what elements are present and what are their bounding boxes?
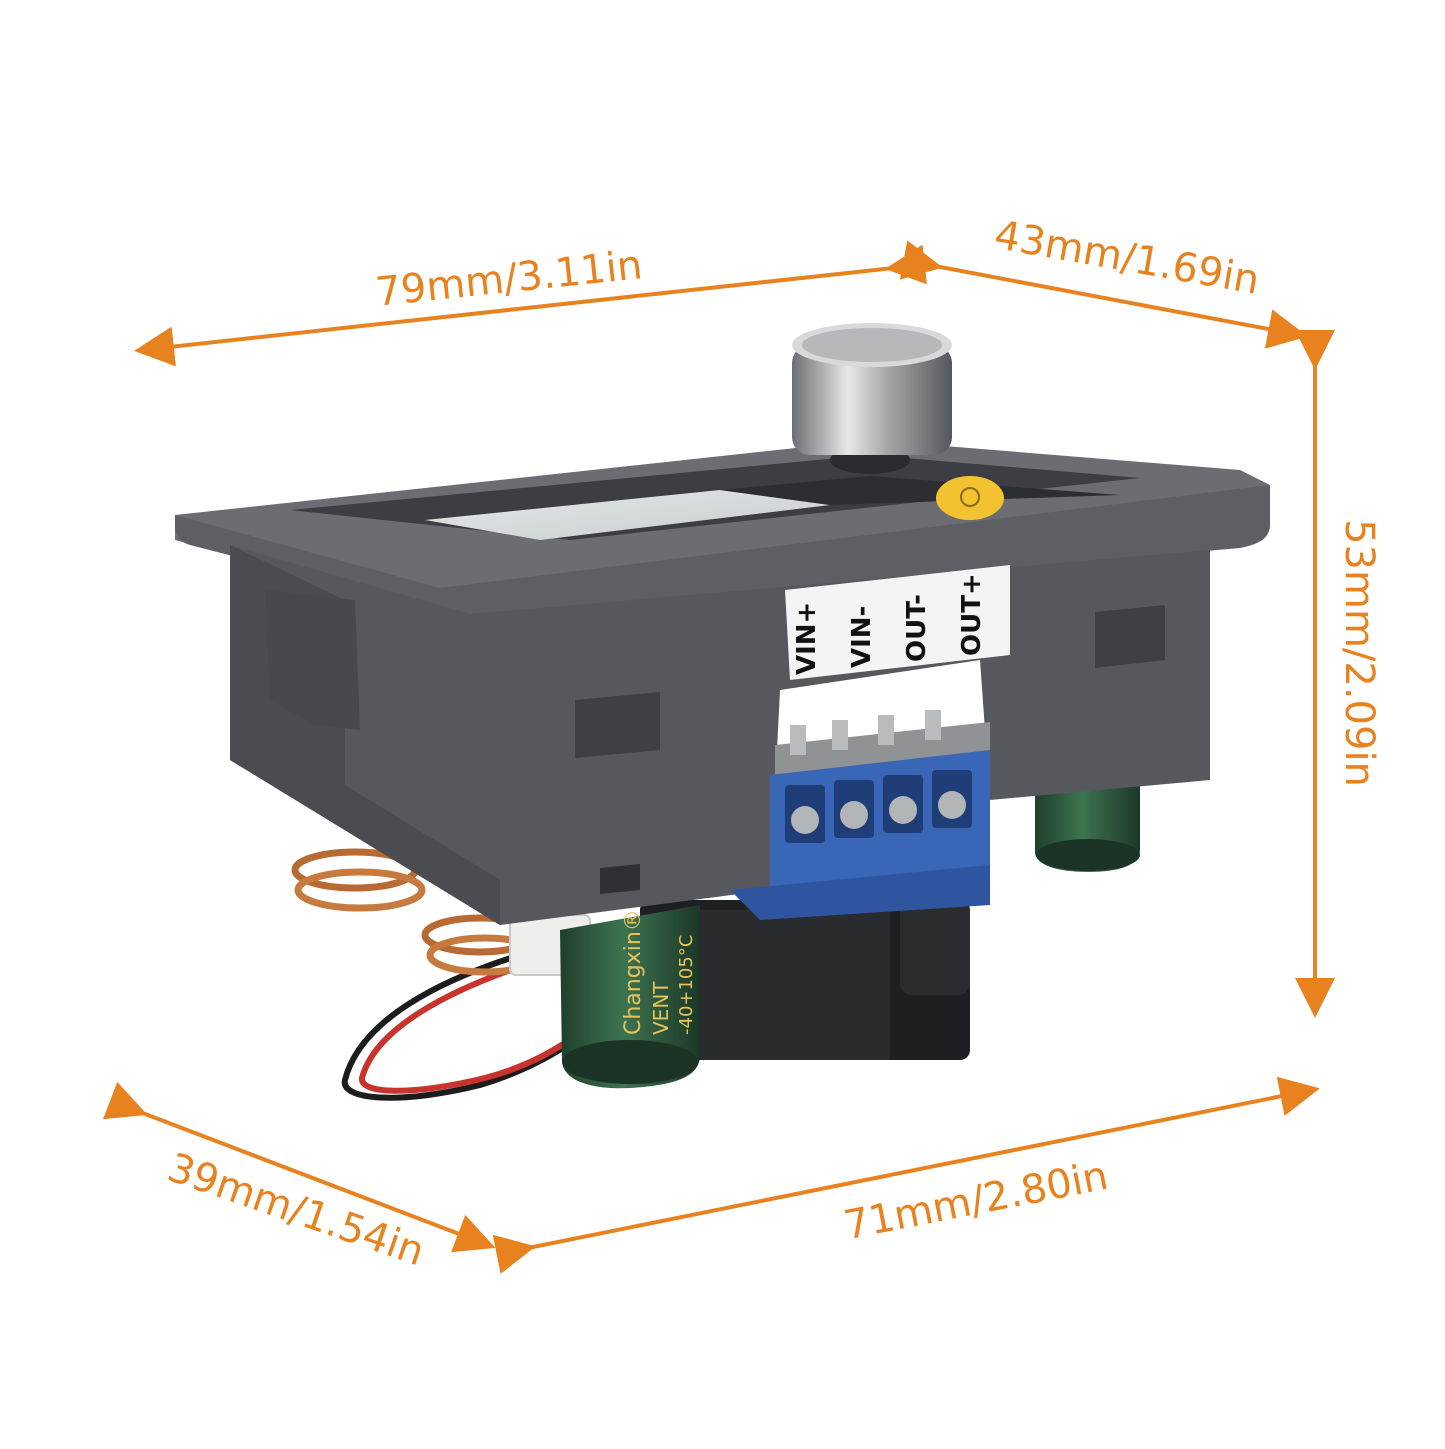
power-button[interactable] [936,476,1004,520]
housing-slot-right [1095,605,1165,668]
terminal-label-out-plus: OUT+ [957,573,987,656]
display-window [290,455,1140,540]
housing-bezel-front [175,485,1270,616]
lcd-screen [425,490,830,540]
arrow-bottom-width [492,1076,1320,1274]
lower-component-block [640,900,970,1060]
wires [341,952,577,1101]
housing-slot-bottom [600,864,640,894]
terminal-label-vin-plus: VIN+ [792,602,822,675]
capacitor-right [1035,775,1140,872]
terminal-label-out-minus: OUT- [902,594,932,662]
arrow-top-width [134,244,927,367]
capacitor-temp-label: -40+105°C [676,935,697,1035]
capacitor-brand-label: Changxin® [621,909,646,1035]
adjustment-knob[interactable] [792,323,952,474]
screw-terminal-block [730,710,990,920]
dimension-arrows [102,240,1335,1274]
capacitor-vent-label: VENT [649,981,673,1035]
terminal-screws [785,770,972,843]
terminal-label-plate: VIN+ VIN- OUT- OUT+ [785,565,1010,680]
arrow-top-depth [899,240,1308,349]
housing-slot-left [575,692,660,758]
terminal-label-vin-minus: VIN- [847,606,877,668]
housing-left-clip [265,590,360,730]
terminal-pins [790,710,941,755]
arrow-bottom-depth [102,1081,496,1253]
capacitor-front: Changxin® VENT -40+105°C [560,905,700,1089]
dimension-label-height: 53mm/2.09in [1335,519,1382,787]
